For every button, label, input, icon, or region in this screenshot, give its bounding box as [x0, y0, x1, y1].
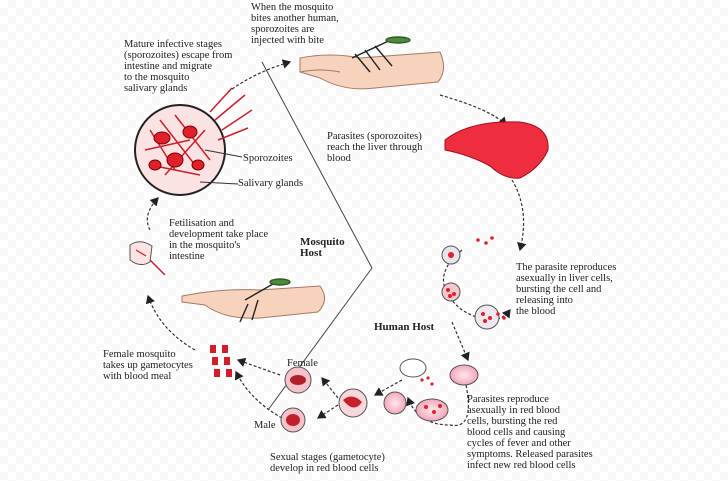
label-sexual-stages: Sexual stages (gametocyte) develop in re…: [270, 452, 385, 474]
liver-cells: [441, 236, 506, 330]
label-liver: Parasites (sporozoites) reach the liver …: [327, 131, 423, 164]
arrow-to-male: [316, 404, 339, 419]
hand-top: [299, 36, 444, 90]
arrow-to-rbc: [451, 321, 470, 362]
arrow-gland-to-bite: [227, 59, 292, 93]
blood-meal-cells: [210, 345, 232, 377]
oocyst: [129, 241, 166, 276]
arrow-to-midgut: [146, 197, 159, 231]
label-mosquito-host: Mosquito Host: [300, 236, 345, 259]
salivary-gland-cell: [134, 87, 253, 196]
label-female-mosquito: Female mosquito takes up gametocytes wit…: [103, 349, 193, 382]
gametocytes: [280, 366, 312, 433]
label-fertilisation: Fetilisation and development take place …: [169, 218, 269, 262]
host-divider: [261, 61, 373, 411]
arrow-liver-to-cells: [511, 179, 527, 252]
red-blood-cells: [338, 358, 479, 422]
arrow-male-to-gametocytes: [234, 370, 283, 419]
arrow-to-gametocytes: [236, 357, 281, 376]
label-salivary-glands: Salivary glands: [238, 178, 304, 189]
liver: [444, 121, 549, 179]
hand-bottom: [181, 278, 325, 323]
arrow-bite-to-liver: [439, 94, 507, 126]
label-rbc-reproduce: Parasites reproduce asexually in red blo…: [467, 394, 593, 471]
arrow-to-female: [321, 377, 339, 399]
label-mature-stages: Mature infective stages (sporozoites) es…: [124, 39, 233, 94]
label-mosquito-bites: When the mosquito bites another human, s…: [251, 2, 339, 46]
label-male: Male: [254, 420, 276, 431]
label-female: Female: [287, 358, 318, 369]
label-liver-reproduce: The parasite reproduces asexually in liv…: [516, 262, 617, 317]
label-sporozoites: Sporozoites: [243, 153, 293, 164]
mosquito-bottom: [239, 278, 291, 323]
label-human-host: Human Host: [374, 321, 435, 333]
arrow-rbc-to-sexual: [373, 379, 403, 396]
arrow-left-up: [145, 294, 196, 351]
mosquito-top: [351, 36, 411, 73]
